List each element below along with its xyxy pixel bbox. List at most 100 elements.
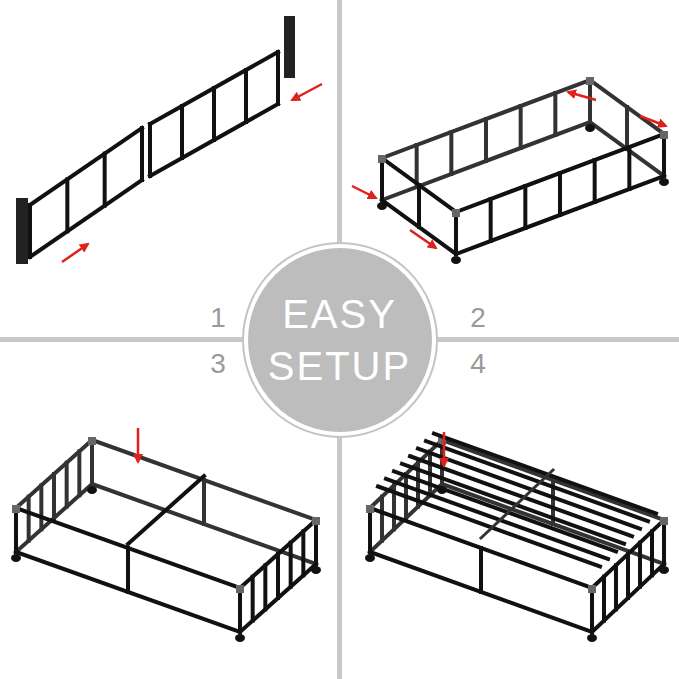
frame-bar	[244, 70, 248, 122]
step-number: 1	[210, 304, 226, 332]
direction-arrow	[443, 432, 446, 466]
frame-bar	[90, 440, 94, 484]
frame-bar	[449, 132, 453, 174]
frame-bar	[276, 52, 280, 104]
frame-bar	[126, 548, 130, 592]
frame-bar	[77, 451, 81, 495]
frame-bar	[128, 476, 204, 544]
frame-bar	[314, 520, 318, 564]
frame-bar	[263, 565, 267, 609]
frame-foot	[659, 566, 669, 574]
frame-bar	[301, 531, 305, 575]
frame-foot	[377, 202, 387, 210]
frame-bar	[588, 80, 592, 122]
frame-foot	[451, 256, 461, 264]
frame-bar	[602, 577, 606, 621]
frame-bar	[65, 463, 69, 507]
frame-bar	[627, 147, 631, 189]
frame-bar	[238, 588, 242, 632]
direction-arrow	[568, 92, 596, 100]
frame-bar	[650, 531, 654, 575]
frame-bar	[103, 154, 107, 206]
frame-bar	[368, 508, 372, 552]
frame-bar	[212, 88, 216, 140]
frame-foot	[365, 554, 375, 562]
direction-arrow	[410, 230, 436, 248]
frame-bar	[27, 497, 31, 541]
frame-bar	[593, 160, 597, 202]
frame-bar	[380, 158, 384, 200]
frame-bar	[289, 543, 293, 587]
step-number: 4	[470, 350, 486, 378]
corner-bracket	[88, 437, 96, 445]
frame-bar	[484, 119, 488, 161]
frame-bar	[662, 134, 666, 176]
corner-bracket	[452, 209, 460, 217]
frame-bar	[380, 497, 384, 541]
frame-bar	[90, 440, 94, 484]
frame-bar	[481, 470, 553, 538]
bed-frame-drawings	[11, 16, 669, 642]
frame-bar	[614, 565, 618, 609]
corner-bracket	[312, 517, 320, 525]
frame-bar	[662, 520, 666, 564]
corner-bracket	[366, 505, 374, 513]
frame-bar	[519, 106, 523, 148]
circle-outline	[242, 242, 438, 438]
frame-bar	[28, 205, 32, 257]
step-number: 3	[210, 350, 226, 378]
corner-bracket	[660, 131, 668, 139]
frame-bar	[52, 474, 56, 518]
frame-foot	[11, 554, 21, 562]
frame-bar	[454, 212, 458, 254]
title-circle: EASY SETUP	[242, 242, 438, 438]
frame-foot	[235, 634, 245, 642]
frame-bar	[553, 93, 557, 135]
frame-bar	[14, 508, 18, 552]
frame-bar	[662, 134, 666, 176]
frame-bar	[418, 449, 640, 529]
direction-arrow	[292, 84, 322, 100]
frame-bar	[417, 185, 421, 227]
frame-bar	[454, 212, 458, 254]
frame-foot	[659, 178, 669, 186]
frame-bar	[479, 548, 483, 592]
frame-bar	[662, 520, 666, 564]
frame-bar	[558, 173, 562, 215]
frame-bar	[410, 456, 632, 536]
frame-bar	[402, 464, 624, 544]
frame-bar	[489, 199, 493, 241]
frame-bar	[251, 577, 255, 621]
frame-bar	[638, 543, 642, 587]
corner-bracket	[12, 505, 20, 513]
end-bracket	[16, 198, 28, 264]
frame-bar	[238, 588, 242, 632]
circle-fill	[248, 248, 432, 432]
corner-bracket	[586, 77, 594, 85]
frame-bar	[380, 158, 384, 200]
frame-bar	[314, 520, 318, 564]
corner-bracket	[378, 155, 386, 163]
frame-foot	[585, 124, 595, 132]
frame-bar	[378, 486, 600, 566]
corner-bracket	[588, 585, 596, 593]
circle-ring	[243, 243, 437, 437]
direction-arrow	[62, 244, 88, 262]
direction-arrow	[640, 116, 666, 126]
frame-bar	[590, 588, 594, 632]
frame-bar	[276, 554, 280, 598]
frame-bar	[588, 80, 592, 122]
frame-bar	[180, 106, 184, 158]
frame-bar	[625, 107, 629, 149]
frame-bar	[202, 480, 206, 524]
frame-bar	[39, 485, 43, 529]
frame-bar	[426, 441, 648, 521]
frame-bar	[434, 434, 656, 514]
frame-bar	[65, 179, 69, 231]
direction-arrow	[137, 428, 140, 462]
frame-bar	[148, 124, 152, 176]
title-text: EASY SETUP	[260, 288, 420, 392]
frame-bar	[523, 186, 527, 228]
end-bracket	[284, 16, 295, 78]
step-number: 2	[470, 304, 486, 332]
